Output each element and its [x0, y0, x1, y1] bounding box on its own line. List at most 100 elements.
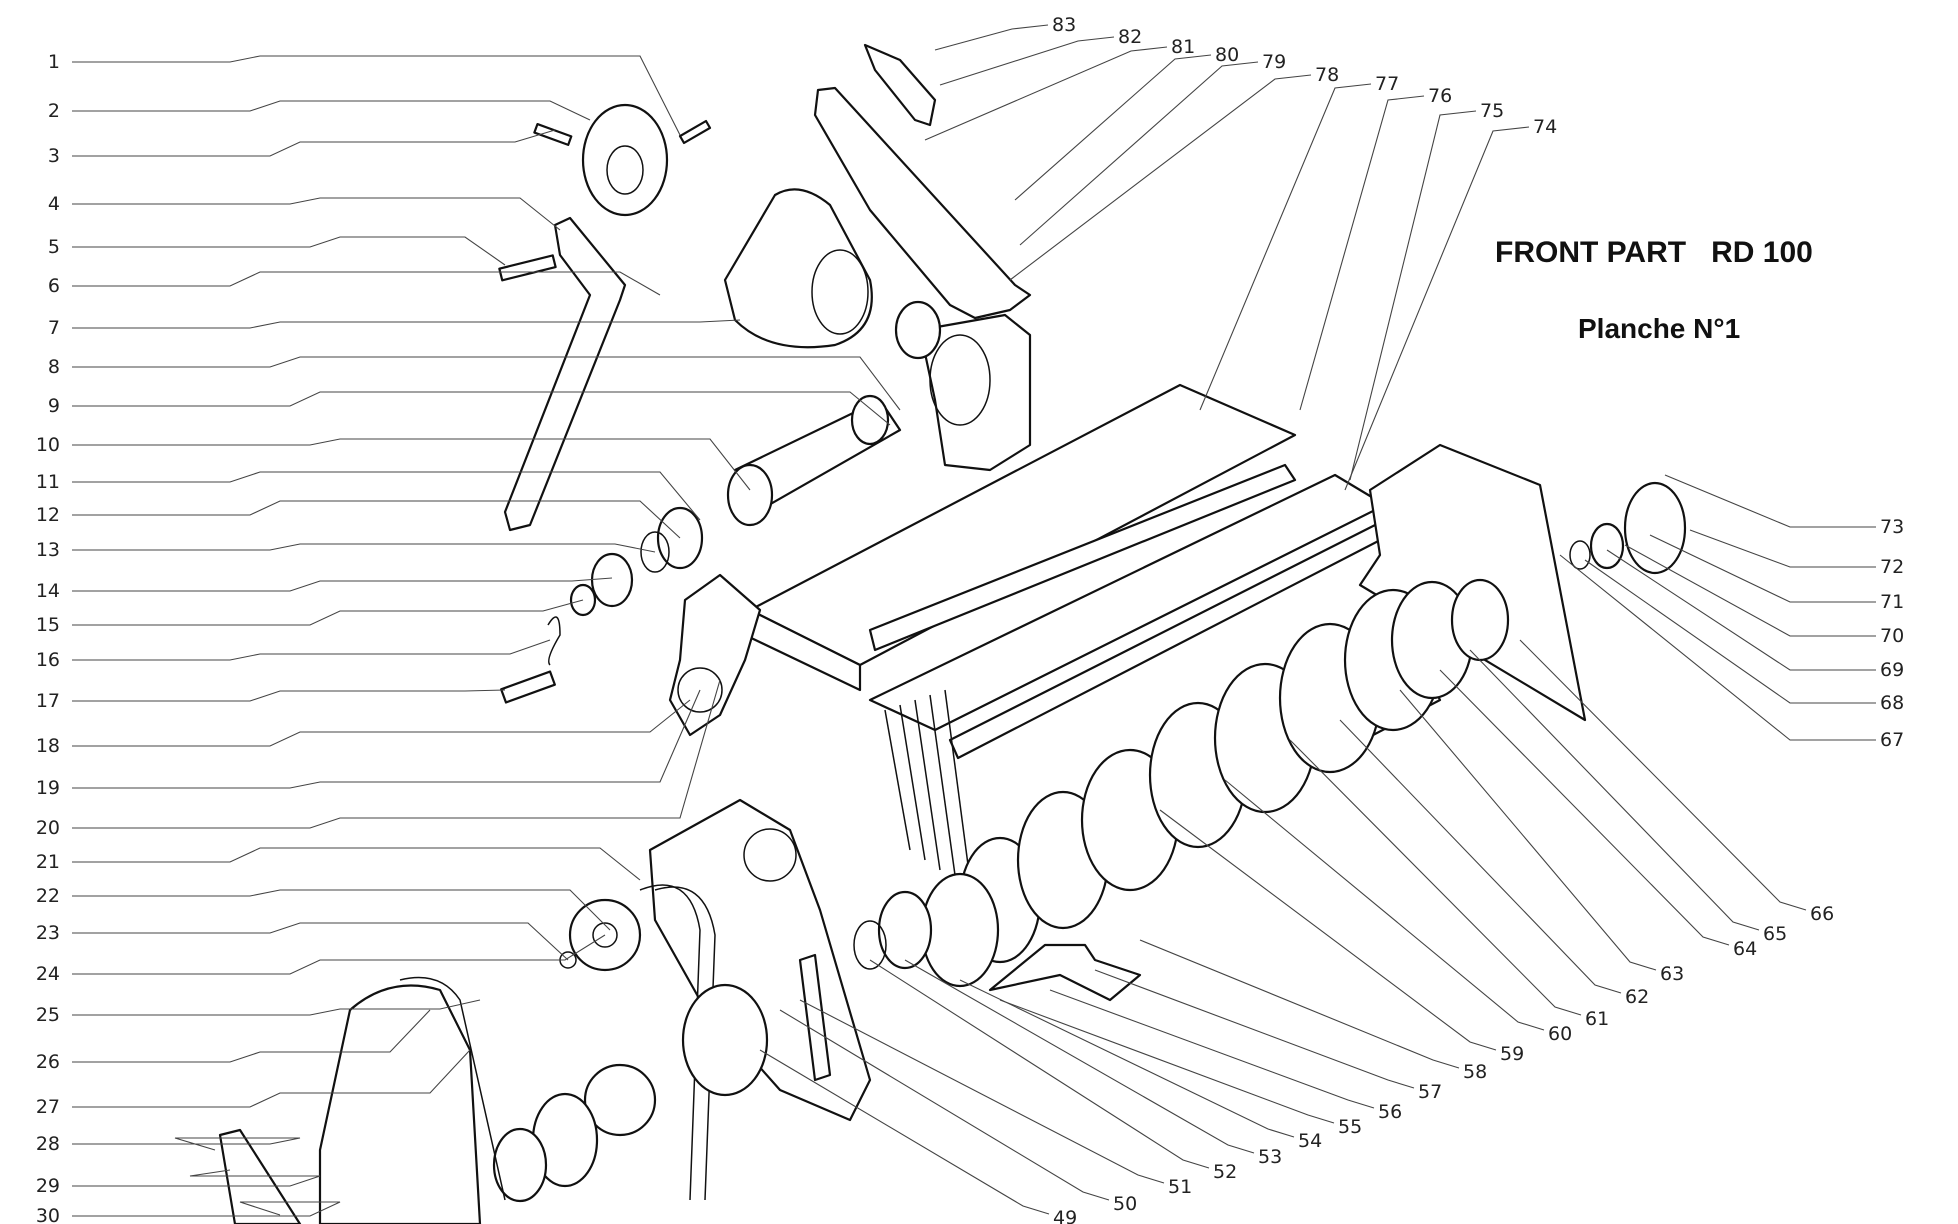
leader-line — [1009, 74, 1312, 281]
leader-line — [759, 1049, 1050, 1215]
flange-plate-part — [1623, 481, 1687, 575]
leader-line — [72, 922, 569, 961]
rotor-hub-part — [920, 872, 1000, 988]
callout-number: 66 — [1810, 903, 1834, 925]
callout-number: 53 — [1258, 1146, 1282, 1168]
leader-line — [1019, 61, 1259, 246]
leader-line — [1224, 779, 1545, 1031]
chain-guard-part — [318, 984, 482, 1224]
frame-hole-part — [677, 667, 723, 713]
leader-line — [72, 391, 891, 426]
callout-number: 61 — [1585, 1008, 1609, 1030]
leader-line — [72, 999, 481, 1016]
leader-line — [72, 543, 656, 553]
callout-number: 82 — [1118, 26, 1142, 48]
callout-number: 70 — [1880, 625, 1904, 647]
leader-lines — [72, 24, 1876, 1217]
sprocket-part — [583, 1063, 657, 1137]
tensioner-spring-part — [798, 953, 832, 1082]
callout-number: 1 — [48, 51, 60, 73]
callout-number: 8 — [48, 356, 60, 378]
callout-number: 3 — [48, 145, 60, 167]
callout-number: 58 — [1463, 1061, 1487, 1083]
leader-line — [72, 271, 661, 296]
leader-line — [72, 639, 551, 661]
leader-line — [72, 319, 741, 329]
end-bearing-part — [1450, 578, 1510, 662]
callout-number: 17 — [36, 690, 60, 712]
callout-numbers: 1234567891011121314151617181920212223242… — [36, 14, 1904, 1224]
leader-line — [1439, 669, 1730, 946]
leader-line — [72, 699, 691, 747]
callout-number: 20 — [36, 817, 60, 839]
leader-line — [72, 500, 681, 539]
callout-number: 83 — [1052, 14, 1076, 36]
callout-number: 22 — [36, 885, 60, 907]
leader-line — [1289, 739, 1582, 1016]
callout-number: 72 — [1880, 556, 1904, 578]
callout-number: 23 — [36, 922, 60, 944]
leader-line — [1649, 534, 1876, 603]
callout-number: 56 — [1378, 1101, 1402, 1123]
callout-number: 11 — [36, 471, 60, 493]
leader-line — [72, 55, 681, 136]
callout-number: 65 — [1763, 923, 1787, 945]
callout-number: 12 — [36, 504, 60, 526]
callout-number: 63 — [1660, 963, 1684, 985]
pin-part — [500, 670, 556, 704]
leader-line — [1139, 939, 1460, 1069]
pulley-hub-part — [606, 145, 644, 195]
parts-drawing — [218, 43, 1687, 1224]
upper-bracket-part — [813, 86, 1032, 320]
callout-number: 80 — [1215, 44, 1239, 66]
leader-line — [72, 236, 506, 266]
chain-guard-lid-part — [399, 976, 506, 1201]
upper-rail-part — [868, 463, 1297, 652]
drive-chain-part — [639, 884, 701, 1201]
pulley-part — [581, 103, 669, 217]
bearing-part — [590, 552, 634, 608]
bearing-part — [1589, 522, 1625, 570]
leader-line — [72, 1201, 341, 1217]
drive-chain-part — [654, 886, 716, 1201]
callout-number: 15 — [36, 614, 60, 636]
leader-line — [72, 689, 701, 789]
callout-number: 16 — [36, 649, 60, 671]
leader-line — [869, 959, 1210, 1169]
clip-pin-part — [547, 616, 561, 666]
callout-number: 5 — [48, 236, 60, 258]
callout-number: 64 — [1733, 938, 1757, 960]
bearing-part — [492, 1127, 548, 1203]
leader-line — [72, 934, 606, 975]
callout-number: 75 — [1480, 100, 1504, 122]
leader-line — [924, 46, 1168, 141]
callout-number: 74 — [1533, 116, 1557, 138]
callout-number: 7 — [48, 317, 60, 339]
leader-line — [72, 679, 721, 829]
leader-line — [1339, 719, 1622, 994]
seal-ring-part — [1569, 540, 1591, 570]
chain-case-hole-part — [743, 828, 797, 882]
leader-line — [1519, 639, 1807, 911]
leader-line — [1624, 544, 1876, 637]
leader-line — [1049, 989, 1375, 1109]
callout-number: 54 — [1298, 1130, 1322, 1152]
leader-line — [1469, 649, 1760, 931]
callout-number: 55 — [1338, 1116, 1362, 1138]
bevel-gear-part — [929, 334, 991, 426]
bell-housing-flange-part — [811, 249, 869, 335]
leader-line — [72, 471, 701, 521]
leader-line — [72, 847, 641, 881]
leader-line — [904, 959, 1255, 1154]
diagram-subtitle: Planche N°1 — [1578, 313, 1740, 344]
callout-number: 59 — [1500, 1043, 1524, 1065]
leader-line — [1689, 529, 1876, 568]
callout-number: 25 — [36, 1004, 60, 1026]
callout-number: 76 — [1428, 85, 1452, 107]
callout-number: 52 — [1213, 1161, 1237, 1183]
leader-line — [1559, 554, 1876, 741]
callout-number: 50 — [1113, 1193, 1137, 1215]
leader-line — [1606, 549, 1876, 671]
leader-line — [72, 1169, 321, 1187]
